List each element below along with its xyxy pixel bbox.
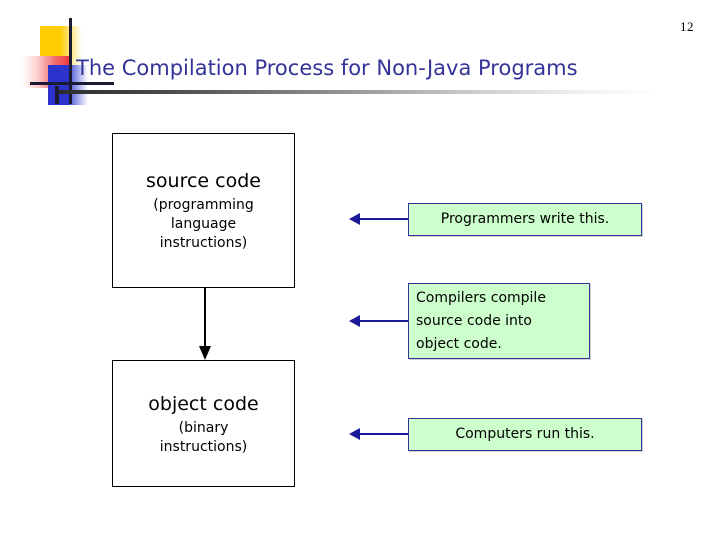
callout-pointer-arrow-icon-2 bbox=[349, 315, 409, 327]
flow-arrow-head bbox=[199, 346, 211, 360]
logo-vertical-line bbox=[69, 18, 72, 104]
callout-compilers-line-3: object code. bbox=[416, 335, 502, 352]
callout-arrow-shaft-3 bbox=[359, 433, 409, 435]
slide-title: The Compilation Process for Non-Java Pro… bbox=[76, 56, 578, 80]
callout-pointer-arrow-icon-1 bbox=[349, 213, 409, 225]
callout-compilers-line-1: Compilers compile bbox=[416, 289, 546, 306]
callout-computers-line-1: Computers run this. bbox=[455, 426, 595, 442]
source-code-sub-line-2: language bbox=[170, 216, 237, 232]
source-code-sub-line-1: (programming bbox=[153, 197, 254, 213]
callout-arrow-shaft-2 bbox=[359, 320, 409, 322]
slide-logo-decoration bbox=[22, 18, 114, 105]
title-rule-stub bbox=[55, 86, 59, 104]
page-number: 12 bbox=[680, 19, 694, 34]
callout-programmers: Programmers write this. bbox=[408, 203, 642, 236]
object-code-heading: object code bbox=[148, 392, 259, 415]
source-code-box: source code (programming language instru… bbox=[112, 133, 295, 288]
callout-compilers-line-2: source code into bbox=[416, 312, 532, 329]
callout-arrow-head-3 bbox=[349, 428, 360, 440]
callout-arrow-head-2 bbox=[349, 315, 360, 327]
callout-programmers-line-1: Programmers write this. bbox=[440, 211, 610, 227]
compile-flow-arrow-icon bbox=[198, 288, 212, 362]
title-underline-rule bbox=[58, 90, 658, 94]
callout-compilers: Compilers compile source code into objec… bbox=[408, 283, 590, 359]
callout-computers: Computers run this. bbox=[408, 418, 642, 451]
callout-arrow-head-1 bbox=[349, 213, 360, 225]
object-code-sub-line-1: (binary bbox=[178, 419, 229, 436]
source-code-sub-line-3: instructions) bbox=[159, 235, 248, 251]
callout-pointer-arrow-icon-3 bbox=[349, 428, 409, 440]
callout-arrow-shaft-1 bbox=[359, 218, 409, 220]
logo-horizontal-line bbox=[30, 82, 114, 85]
object-code-box: object code (binary instructions) bbox=[112, 360, 295, 487]
flow-arrow-shaft bbox=[204, 288, 206, 350]
object-code-sub-line-2: instructions) bbox=[159, 438, 248, 455]
logo-blue-square-solid bbox=[48, 65, 70, 105]
source-code-heading: source code bbox=[146, 170, 261, 192]
